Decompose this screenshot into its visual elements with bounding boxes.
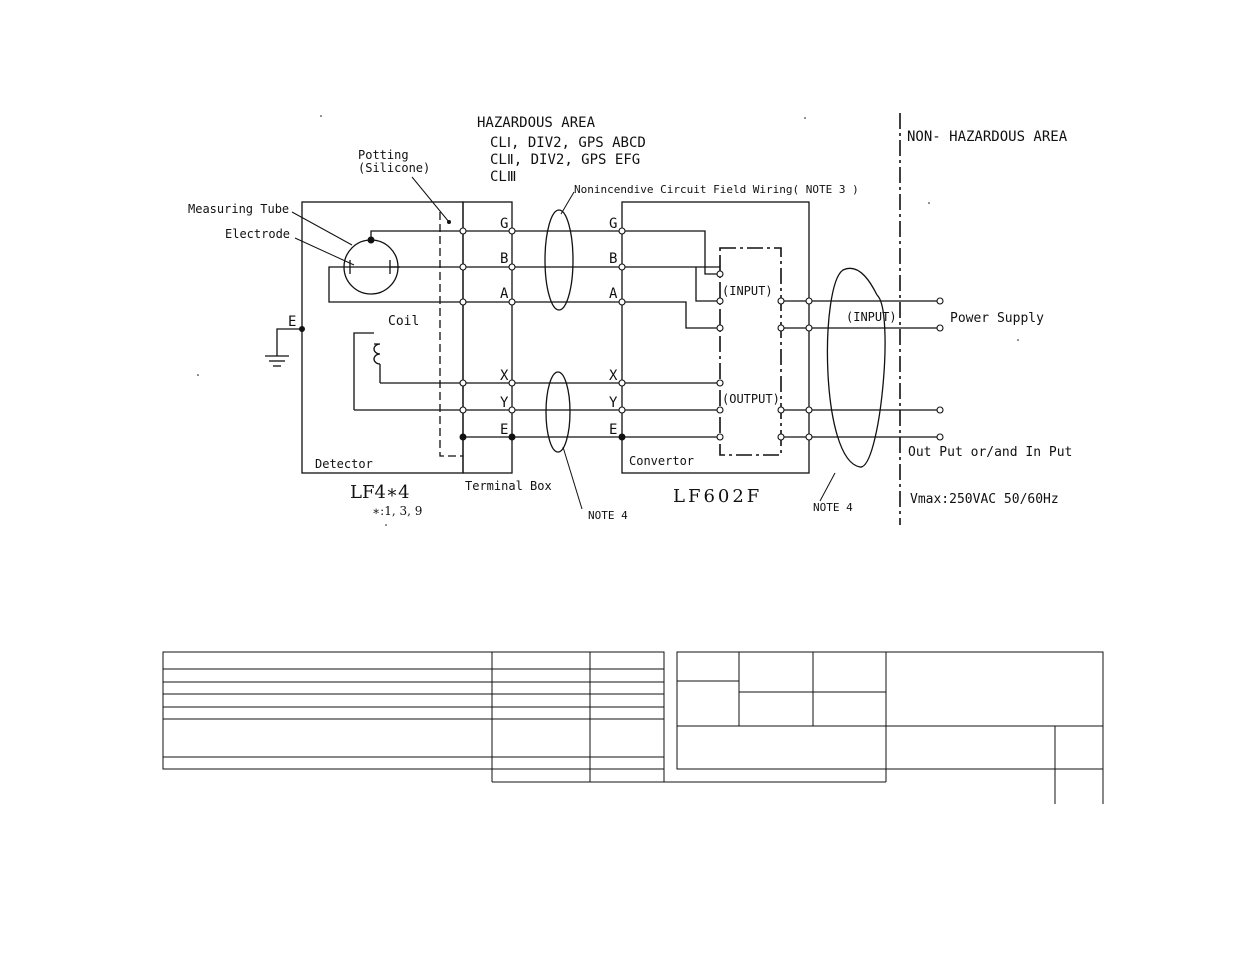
title-block-left [162,651,665,770]
ground-label: E [288,314,296,330]
note4-left-leader [562,446,583,510]
measuring-tube-leader [291,211,353,246]
terminal-box-terminals: G B A X Y E [500,216,509,438]
potting-leader [411,176,450,223]
title-block-right [676,651,1104,770]
silicone-label: (Silicone) [358,161,430,175]
convertor-input-label: (INPUT) [722,284,773,298]
convertor-model: LF602F [673,486,762,507]
cv-terminal-y: Y [609,395,618,411]
measuring-tube-label: Measuring Tube [188,202,289,216]
convertor-box [621,201,810,474]
coil-symbol [373,343,381,383]
potting-point [447,220,451,224]
potting-region [439,212,463,457]
terminal-nodes [459,227,944,441]
tb-terminal-a: A [500,286,509,302]
potting-label: Potting [358,148,409,162]
detector-model: LF4∗4 [350,482,410,503]
cv-terminal-e: E [609,422,617,438]
tb-terminal-b: B [500,251,508,267]
vmax-label: Vmax:250VAC 50/60Hz [910,492,1059,507]
convertor-label: Convertor [629,454,694,468]
field-wiring-leader [560,191,575,215]
wire-a [328,266,720,329]
cv-terminal-b: B [609,251,617,267]
field-wiring-label: Nonincendive Circuit Field Wiring( NOTE … [574,183,859,196]
hazardous-class-1: CLⅠ, DIV2, GPS ABCD [490,135,646,151]
electrode-label: Electrode [225,227,290,241]
cv-terminal-g: G [609,216,617,232]
coil-label: Coil [388,314,419,329]
tb-terminal-e: E [500,422,508,438]
hazardous-class-2: CLⅡ, DIV2, GPS EFG [490,152,640,168]
note4-right: NOTE 4 [813,501,853,514]
hazardous-area-title: HAZARDOUS AREA [477,115,596,131]
output-input-label: Out Put or/and In Put [908,445,1072,460]
title-block [162,651,1104,804]
cv-terminal-x: X [609,368,618,384]
note4-right-leader [819,472,836,502]
ground-wire [276,328,302,356]
cv-terminal-a: A [609,286,618,302]
power-supply-label: Power Supply [950,311,1044,326]
wire-g [370,230,720,275]
tb-terminal-x: X [500,368,509,384]
cable-bundle-right [826,267,886,468]
tb-terminal-g: G [500,216,508,232]
cable-bundle-lower [545,371,571,453]
tb-terminal-y: Y [500,395,509,411]
convertor-terminals: G B A X Y E [609,216,618,438]
terminal-box [462,201,513,474]
detector-label: Detector [315,457,373,471]
terminal-box-label: Terminal Box [465,479,552,493]
convertor-output-label: (OUTPUT) [722,392,780,406]
convertor-module [719,247,782,456]
note4-left: NOTE 4 [588,509,628,522]
coil-wire-y [353,332,374,410]
scan-specks [197,115,1019,526]
signal-wires [328,230,720,438]
input-right-label: (INPUT) [846,310,897,324]
detector-model-note: ∗:1, 3, 9 [372,504,422,518]
non-hazardous-area-title: NON- HAZARDOUS AREA [907,129,1068,145]
cable-bundle-upper [544,209,574,311]
hazardous-class-3: CLⅢ [490,169,517,185]
